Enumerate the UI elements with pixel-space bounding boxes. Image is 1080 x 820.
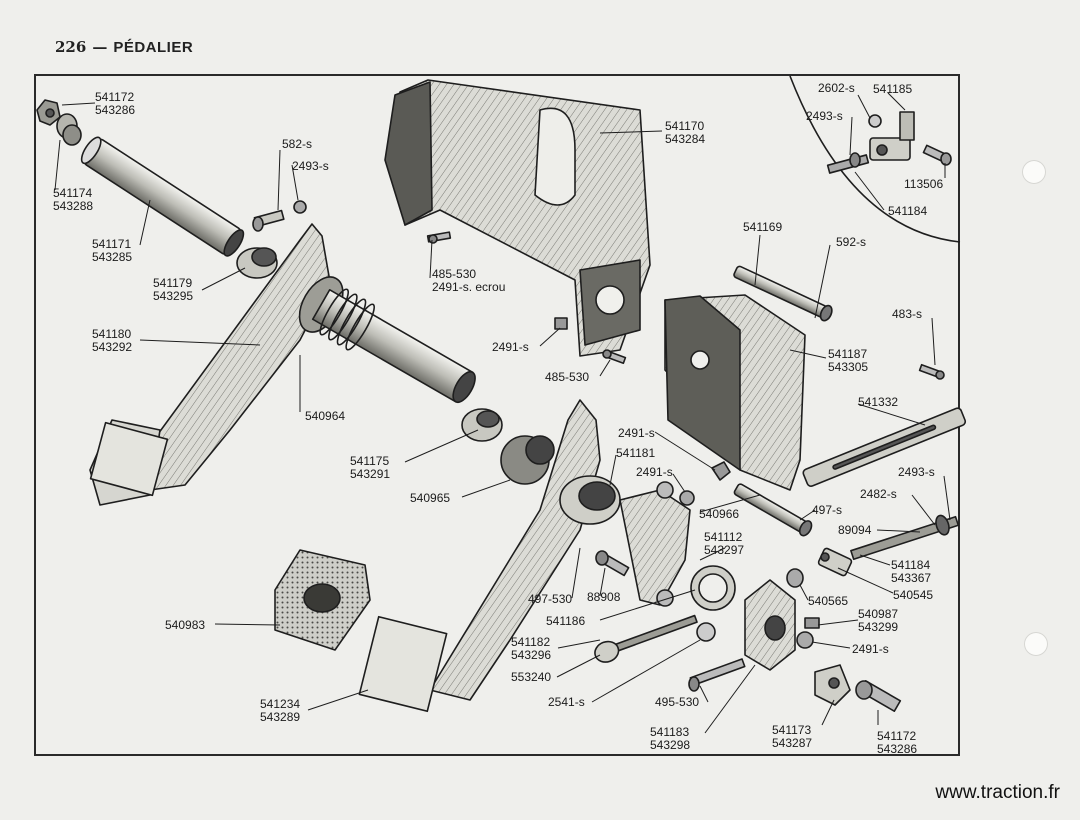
- washer-2491s-d: [796, 631, 814, 649]
- bolt-495-530: [688, 658, 746, 692]
- callout-497-530: 497-530: [528, 592, 573, 606]
- callout-2491s-right: 2491-s: [636, 465, 673, 479]
- callout-540964: 540964: [305, 409, 346, 423]
- callout-553240: 553240: [511, 670, 552, 684]
- callout-113506: 113506: [904, 177, 944, 191]
- inset-clevis-541185: [869, 111, 915, 161]
- washer-2541s: [696, 622, 716, 642]
- pushrod-541182: [594, 614, 698, 663]
- clamp-541183: [744, 579, 796, 671]
- callout-540545: 540545: [893, 588, 934, 602]
- bracket-541170: [384, 79, 651, 357]
- callout-540565: 540565: [808, 594, 849, 608]
- pedal-arm-541180: [89, 223, 331, 506]
- callout-541186: 541186: [546, 614, 586, 628]
- bushing-541175: [461, 408, 503, 442]
- callout-89094: 89094: [838, 523, 872, 537]
- screw-485-530-b: [602, 349, 627, 365]
- page-number: 226: [55, 38, 87, 56]
- bolt-582s: [252, 200, 307, 232]
- callout-541181: 541181: [616, 446, 656, 460]
- bracket-541187: [664, 294, 806, 491]
- brake-pedal-arm-541234: [358, 399, 601, 713]
- callout-2491s-nut: 2491-s: [492, 340, 529, 354]
- rod-541332: [802, 407, 967, 487]
- nut-540565: [786, 568, 804, 588]
- callout-541184-inset: 541184: [888, 204, 928, 218]
- callout-2541s: 2541-s: [548, 695, 585, 709]
- callout-88908: 88908: [587, 590, 621, 604]
- binder-hole-bottom: [1024, 632, 1048, 656]
- lever-541173: [814, 664, 851, 706]
- callout-541169: 541169: [743, 220, 783, 234]
- inset-bolt-113506: [922, 144, 952, 166]
- callout-2482s: 2482-s: [860, 487, 897, 501]
- shaft-540964: [298, 276, 476, 404]
- callout-485-530-lower: 485-530: [545, 370, 590, 384]
- bushing-541179: [236, 247, 278, 279]
- callout-495-530: 495-530: [655, 695, 700, 709]
- tube-541171: [80, 136, 245, 257]
- pedal-pad-540983: [274, 549, 371, 651]
- callout-540966: 540966: [699, 507, 740, 521]
- bolt-541172-top-left: [36, 99, 82, 146]
- callout-582s: 582-s: [282, 137, 313, 151]
- clamp-541112: [559, 475, 691, 607]
- callout-540983: 540983: [165, 618, 206, 632]
- spring-540965: [500, 435, 555, 485]
- clevis-540545: [817, 547, 853, 577]
- callout-483s: 483-s: [892, 307, 923, 321]
- callout-592s: 592-s: [836, 235, 867, 249]
- bolt-541172-bottom: [855, 680, 902, 712]
- leader-lines: [54, 92, 951, 734]
- binder-hole-top: [1022, 160, 1046, 184]
- adjusting-rod-89094: [850, 514, 960, 561]
- callout-541332: 541332: [858, 395, 899, 409]
- ring-541186: [690, 565, 736, 611]
- header-separator: —: [92, 38, 108, 56]
- page-title: PÉDALIER: [113, 39, 194, 56]
- callout-2493s-upper-left: 2493-s: [292, 159, 329, 173]
- inset-rod-541184: [826, 152, 870, 174]
- callout-2602s: 2602-s: [818, 81, 855, 95]
- pin-540966: [733, 483, 813, 537]
- callout-2493s-right: 2493-s: [898, 465, 935, 479]
- nut-2491s-b: [711, 461, 731, 481]
- page-header: 226 — PÉDALIER: [55, 38, 193, 56]
- website-url: www.traction.fr: [935, 782, 1060, 803]
- bolt-88908: [595, 550, 630, 577]
- callout-497s: 497-s: [812, 503, 843, 517]
- callout-2493s-inset: 2493-s: [806, 109, 843, 123]
- pin-541169: [733, 265, 833, 322]
- screw-485-530-a: [426, 231, 452, 244]
- nut-540987: [804, 617, 820, 629]
- detail-inset-outline: [789, 75, 961, 243]
- callout-540965: 540965: [410, 491, 451, 505]
- nut-2491s-c: [679, 490, 695, 506]
- inset-washer-2602s: [868, 114, 882, 128]
- callout-541185: 541185: [873, 82, 913, 96]
- nut-2491s-a: [554, 317, 568, 330]
- screw-483s: [918, 363, 945, 380]
- callout-2491s-lower: 2491-s: [852, 642, 889, 656]
- callout-2491s-mid: 2491-s: [618, 426, 655, 440]
